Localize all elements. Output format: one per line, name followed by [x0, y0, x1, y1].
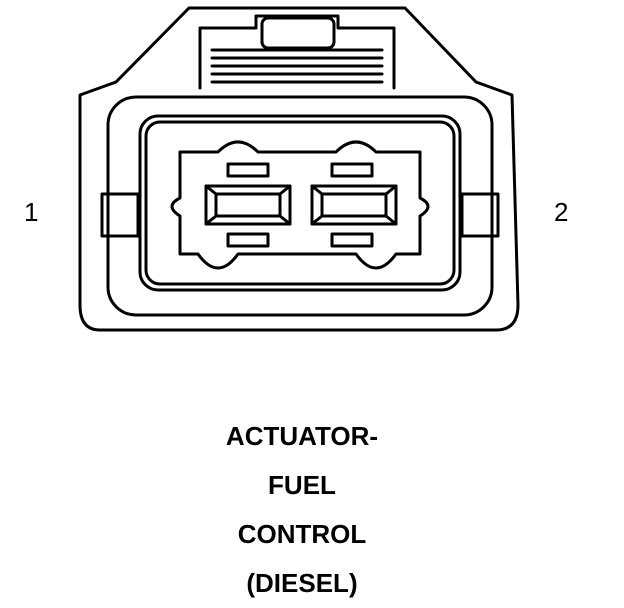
pin-label-2: 2	[554, 197, 569, 227]
locator-slot-top-right	[330, 162, 374, 178]
connector-housing	[78, 6, 520, 332]
pin-label-1: 1	[24, 197, 39, 227]
caption-line-2: FUEL	[268, 470, 336, 500]
component-caption: ACTUATOR- FUEL CONTROL (DIESEL)	[0, 412, 604, 608]
locator-slot-top-left	[226, 162, 270, 178]
locator-slot-bottom-left	[226, 232, 270, 248]
caption-line-1: ACTUATOR-	[225, 421, 379, 451]
terminal-pin-1	[204, 184, 292, 226]
caption-line-4: (DIESEL)	[246, 568, 358, 598]
inner-frame	[106, 95, 494, 317]
caption-line-3: CONTROL	[237, 519, 367, 549]
terminal-pin-2	[310, 184, 398, 226]
terminal-cavity-inner	[144, 120, 456, 286]
side-clip-right	[460, 192, 500, 238]
side-clip-left	[100, 192, 140, 238]
locking-latch	[198, 14, 396, 90]
terminal-cavity-outer	[138, 114, 462, 292]
terminal-block	[170, 140, 430, 270]
locator-slot-bottom-right	[330, 232, 374, 248]
